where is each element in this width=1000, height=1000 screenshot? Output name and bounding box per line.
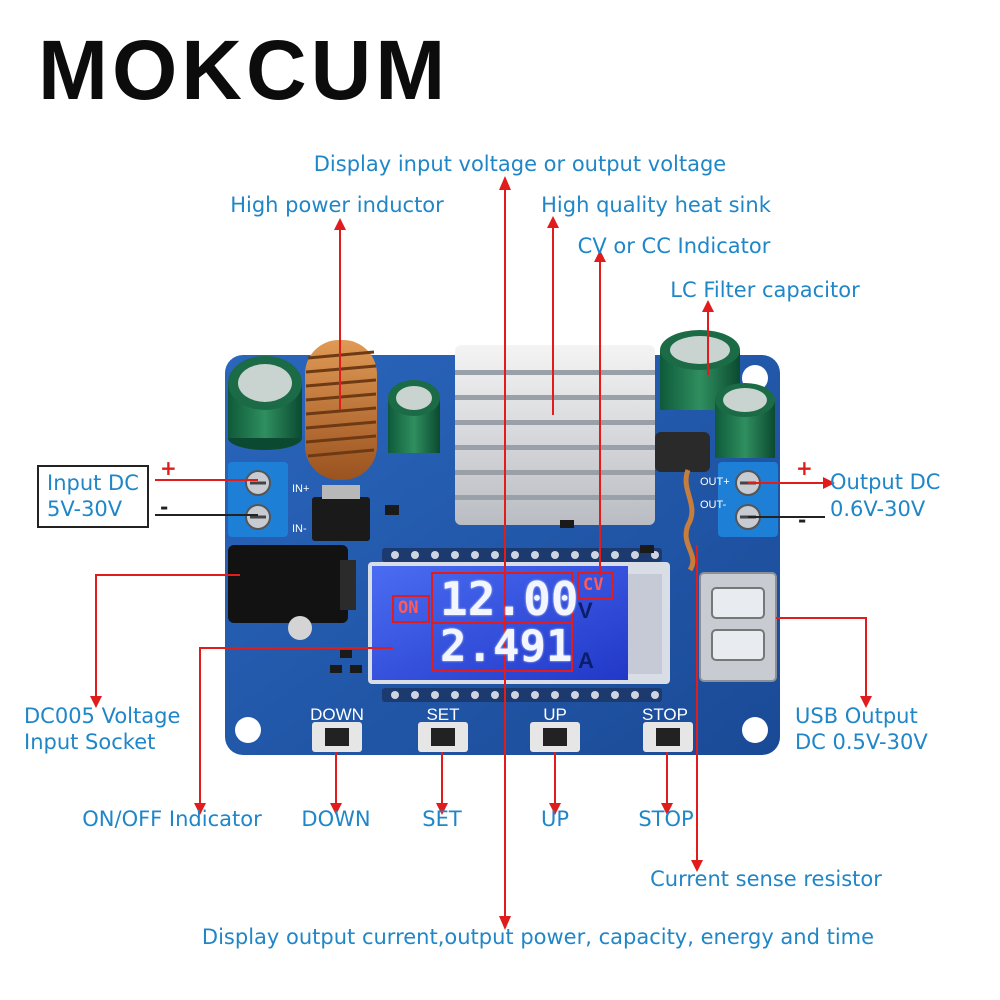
label-usb-line1: USB Output bbox=[795, 704, 918, 728]
lcd-cv-indicator: CV bbox=[583, 575, 604, 595]
heat-sink bbox=[455, 345, 655, 525]
board-label-stop: STOP bbox=[642, 705, 688, 724]
lcd-on-indicator: ON bbox=[398, 598, 419, 618]
lc-filter-capacitor bbox=[660, 330, 775, 458]
output-plus-symbol: + bbox=[796, 456, 813, 480]
label-current-sense: Current sense resistor bbox=[650, 867, 882, 891]
label-output-dc-line2: 0.6V-30V bbox=[830, 497, 926, 521]
label-inductor: High power inductor bbox=[230, 193, 444, 217]
label-dc005-line2: Input Socket bbox=[24, 730, 156, 754]
label-lc-filter: LC Filter capacitor bbox=[670, 278, 860, 302]
label-display-voltage: Display input voltage or output voltage bbox=[313, 152, 727, 176]
lcd-voltage-unit: V bbox=[578, 598, 593, 623]
small-capacitor bbox=[388, 380, 440, 453]
board-label-down: DOWN bbox=[310, 705, 364, 724]
lcd-current-value: 2.491 bbox=[440, 621, 573, 672]
label-stop: STOP bbox=[638, 807, 694, 831]
pcb-in-plus: IN+ bbox=[292, 483, 310, 495]
pcb-out-plus: OUT+ bbox=[700, 476, 730, 488]
label-dc005-line1: DC005 Voltage bbox=[24, 704, 181, 728]
lcd-display bbox=[368, 562, 670, 684]
label-input-dc-line2: 5V-30V bbox=[47, 497, 123, 522]
input-capacitor bbox=[228, 356, 302, 450]
arrow-heads bbox=[90, 176, 872, 930]
label-input-dc-line1: Input DC bbox=[47, 471, 139, 495]
pcb-out-minus: OUT- bbox=[700, 499, 727, 511]
lcd-current-unit: A bbox=[578, 648, 594, 673]
label-usb-line2: DC 0.5V-30V bbox=[795, 730, 928, 754]
push-buttons bbox=[312, 722, 693, 752]
annotation-arrows bbox=[95, 188, 867, 918]
usb-port bbox=[699, 572, 777, 682]
brand-logo: MOKCUM bbox=[38, 23, 450, 117]
board-label-up: UP bbox=[543, 705, 567, 724]
lcd-voltage-value: 12.00 bbox=[440, 572, 579, 626]
output-minus-symbol: - bbox=[798, 508, 807, 532]
label-display-current: Display output current,output power, cap… bbox=[201, 925, 875, 949]
input-plus-symbol: + bbox=[160, 456, 177, 480]
label-output-dc-line1: Output DC bbox=[830, 470, 941, 494]
label-down: DOWN bbox=[301, 807, 371, 831]
label-on-off: ON/OFF Indicator bbox=[82, 807, 262, 831]
dc005-socket bbox=[228, 545, 356, 640]
label-input-dc: Input DC 5V-30V bbox=[37, 465, 149, 528]
label-cv-cc: CV or CC Indicator bbox=[577, 234, 771, 258]
label-set: SET bbox=[422, 807, 462, 831]
input-minus-symbol: - bbox=[160, 495, 169, 519]
pcb-in-minus: IN- bbox=[292, 523, 307, 535]
output-terminal bbox=[718, 462, 778, 537]
board-label-set: SET bbox=[426, 705, 460, 724]
label-heat-sink: High quality heat sink bbox=[541, 193, 771, 217]
label-up: UP bbox=[540, 807, 570, 831]
input-terminal bbox=[228, 462, 288, 537]
